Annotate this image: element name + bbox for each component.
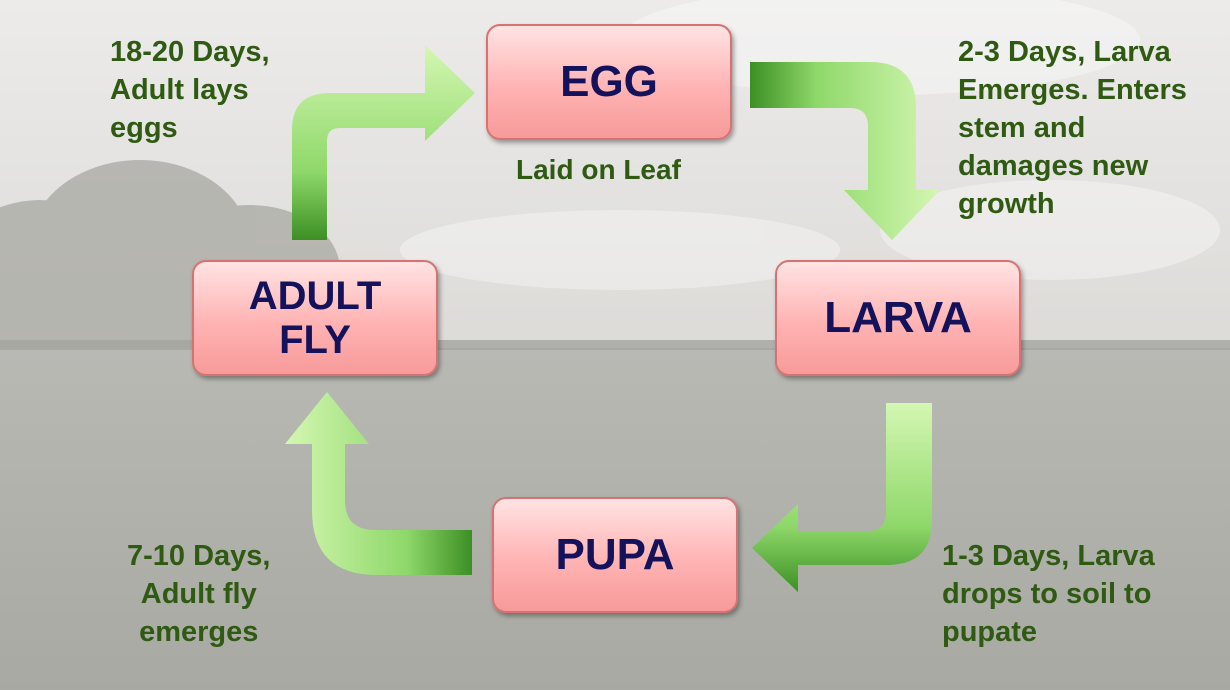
- adult-fly-stage-label: ADULT FLY: [249, 274, 382, 362]
- note-line: pupate: [942, 616, 1038, 648]
- larva-stage-box: LARVA: [775, 260, 1021, 376]
- adult-fly-label-line: FLY: [279, 318, 351, 362]
- note-adult-to-egg: 18-20 Days, Adult lays eggs: [110, 33, 270, 147]
- egg-caption: Laid on Leaf: [516, 154, 681, 185]
- egg-stage-box: EGG: [486, 24, 732, 140]
- pupa-stage-label: PUPA: [555, 529, 675, 579]
- note-line: 2-3 Days, Larva: [958, 36, 1171, 68]
- adult-fly-stage-box: ADULT FLY: [192, 260, 438, 376]
- arrow-adult-to-egg: [292, 45, 475, 240]
- note-pupa-to-adult: 7-10 Days, Adult fly emerges: [127, 537, 271, 651]
- note-line: Adult lays: [110, 74, 249, 106]
- note-line: emerges: [139, 616, 259, 648]
- note-egg-to-larva: 2-3 Days, Larva Emerges. Enters stem and…: [958, 33, 1187, 223]
- note-line: eggs: [110, 112, 178, 144]
- note-line: Emerges. Enters: [958, 74, 1187, 106]
- note-line: 1-3 Days, Larva: [942, 540, 1155, 572]
- note-line: Adult fly: [140, 578, 257, 610]
- arrow-larva-to-pupa: [752, 403, 932, 592]
- note-larva-to-pupa: 1-3 Days, Larva drops to soil to pupate: [942, 537, 1155, 651]
- note-line: 7-10 Days,: [127, 540, 271, 572]
- adult-fly-label-line: ADULT: [248, 274, 382, 318]
- note-line: stem and: [958, 112, 1086, 144]
- larva-stage-label: LARVA: [824, 292, 972, 342]
- note-line: growth: [958, 188, 1055, 220]
- arrow-pupa-to-adult: [285, 392, 472, 575]
- note-line: drops to soil to: [942, 578, 1152, 610]
- note-line: 18-20 Days,: [110, 36, 270, 68]
- pupa-stage-box: PUPA: [492, 497, 738, 613]
- note-line: damages new: [958, 150, 1149, 182]
- arrow-egg-to-larva: [750, 62, 940, 240]
- egg-stage-label: EGG: [560, 56, 658, 106]
